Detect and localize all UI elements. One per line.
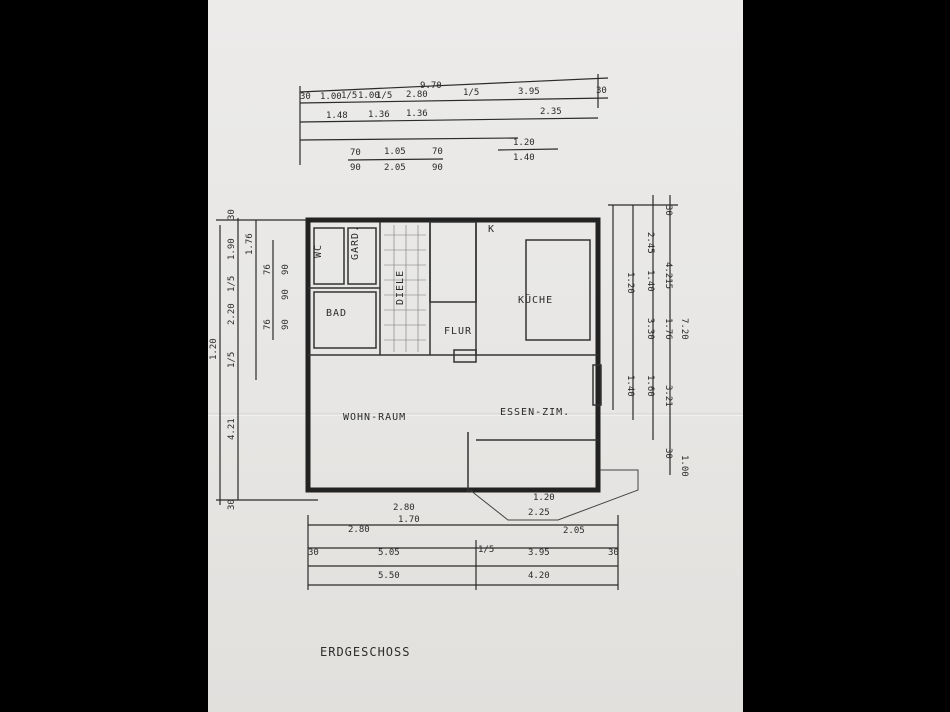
dim-right-0: 30 (663, 205, 673, 216)
room-label-wohnraum: WOHN-RAUM (343, 412, 406, 423)
dim-top-r4-2: 90 (432, 163, 443, 173)
dim-right-12: 30 (663, 448, 673, 459)
dim-right-4: 1.40 (645, 270, 655, 292)
dim-top-r1-7: 3.95 (518, 87, 540, 97)
dim-left-7: 4.21 (227, 418, 237, 440)
dim-right-6: 1.76 (663, 318, 673, 340)
dim-top-r2-1: 1.36 (368, 110, 390, 120)
dim-right-10: 3.21 (663, 385, 673, 407)
dim-top-r1-0: 30 (300, 92, 311, 102)
dim-left-4: 2.20 (227, 303, 237, 325)
dim-left-8: 30 (227, 499, 237, 510)
dim-right-7: 7.20 (679, 318, 689, 340)
plan-title: ERDGESCHOSS (320, 645, 411, 659)
room-label-kueche: KÜCHE (518, 293, 553, 306)
dimension-lines (216, 74, 678, 590)
dim-bottom-r2-2: 2.25 (528, 508, 550, 518)
dim-top-r3-1: 1.05 (384, 147, 406, 157)
dim-top-r3-0: 70 (350, 148, 361, 158)
tile-grid (384, 225, 426, 352)
dim-bottom-r2-0: 2.80 (348, 525, 370, 535)
dim-left-0: 30 (227, 209, 237, 220)
dim-top-r4-0: 90 (350, 163, 361, 173)
dim-bottom-r2-3: 2.05 (563, 526, 585, 536)
dim-top-r3-3: 1.20 (513, 138, 535, 148)
dim-bottom-r4-1: 4.20 (528, 571, 550, 581)
dim-top-r1-4: 1/5 (376, 91, 392, 101)
dim-right-5: 3.30 (645, 318, 655, 340)
dim-top-r2-3: 2.35 (540, 107, 562, 117)
dim-right-1: 2.45 (645, 232, 655, 254)
dim-left-5: 1/5 (227, 352, 237, 368)
dim-top-r1-5: 2.80 (406, 90, 428, 100)
dim-top-r1-2: 1/5 (341, 91, 357, 101)
dim-top-r3-2: 70 (432, 147, 443, 157)
dim-bottom-r3-3: 3.95 (528, 548, 550, 558)
dim-left-3: 1/5 (227, 276, 237, 292)
room-label-diele: DIELE (395, 270, 406, 305)
dim-bottom-r2-1: 1.70 (398, 515, 420, 525)
dim-bottom-r1-1: 1.20 (533, 493, 555, 503)
room-label-wc: WC (313, 244, 324, 258)
dim-top-overall: 9.70 (420, 81, 442, 91)
room-label-gard: GARD. (350, 225, 361, 260)
dim-left-12: 76 (263, 319, 273, 330)
dim-top-r4-1: 2.05 (384, 163, 406, 173)
dim-left-13: 90 (281, 319, 291, 330)
dim-left-2: 1.76 (245, 233, 255, 255)
dim-right-11: 1.00 (679, 455, 689, 477)
interior-walls (308, 221, 602, 492)
dim-left-6: 1.20 (209, 338, 219, 360)
terrace (469, 469, 639, 521)
dim-top-r1-3: 1.00 (358, 91, 380, 101)
dim-bottom-r3-1: 5.05 (378, 548, 400, 558)
dim-right-8: 1.40 (625, 375, 635, 397)
dim-top-r1-6: 1/5 (463, 88, 479, 98)
dim-bottom-r3-0: 30 (308, 548, 319, 558)
dim-left-9: 76 (263, 264, 273, 275)
dim-right-2: 4.215 (663, 262, 673, 289)
dim-top-r1-8: 30 (596, 86, 607, 96)
dim-bottom-r4-0: 5.50 (378, 571, 400, 581)
dim-top-r2-2: 1.36 (406, 109, 428, 119)
dim-bottom-r1-0: 2.80 (393, 503, 415, 513)
dim-top-r4-3: 1.40 (513, 153, 535, 163)
room-label-bad: BAD (326, 308, 347, 319)
dim-right-9: 1.60 (645, 375, 655, 397)
paper-fold (208, 413, 743, 416)
room-label-flur: FLUR (444, 326, 472, 337)
dim-left-11: 90 (281, 289, 291, 300)
dim-top-r2-0: 1.48 (326, 111, 348, 121)
plan-sheet: WC GARD. BAD DIELE FLUR KÜCHE WOHN-RAUM … (208, 0, 743, 712)
floor-plan-drawing: WC GARD. BAD DIELE FLUR KÜCHE WOHN-RAUM … (209, 74, 689, 590)
dim-bottom-r3-4: 30 (608, 548, 619, 558)
dim-bottom-r3-2: 1/5 (478, 545, 494, 555)
dim-left-1: 1.90 (227, 238, 237, 260)
room-label-k: K (488, 224, 495, 235)
dim-left-10: 90 (281, 264, 291, 275)
dim-top-r1-1: 1.00 (320, 92, 342, 102)
dim-right-3: 1.20 (625, 272, 635, 294)
room-label-essen: ESSEN-ZIM. (500, 407, 570, 418)
